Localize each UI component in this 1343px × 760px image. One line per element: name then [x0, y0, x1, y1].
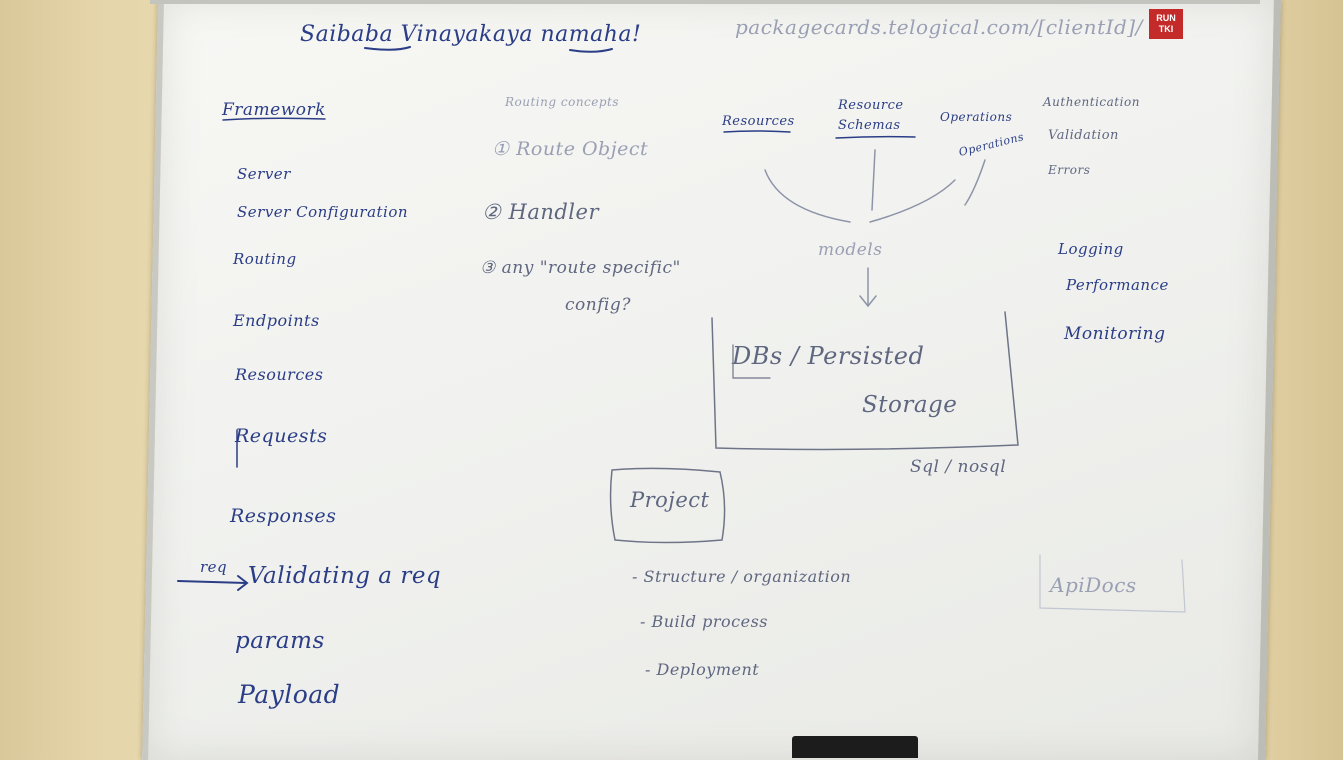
left-item-server-config: Server Configuration — [237, 203, 409, 221]
board-url: packagecards.telogical.com/[clientId]/ — [735, 15, 1143, 39]
storage-line-1: DBs / Persisted — [732, 342, 925, 370]
right-item-validation: Validation — [1048, 128, 1119, 143]
flow-resources: Resources — [722, 114, 795, 129]
brand-logo: RUN TKI — [1149, 9, 1183, 39]
right-item-errors: Errors — [1048, 163, 1091, 177]
right-item-monitoring: Monitoring — [1064, 324, 1166, 344]
left-item-requests: Requests — [235, 425, 328, 447]
storage-line-2: Storage — [862, 392, 958, 418]
left-item-validating: Validating a req — [248, 563, 442, 589]
route-heading: Routing concepts — [505, 95, 620, 109]
storage-kind: Sql / nosql — [910, 457, 1007, 477]
left-item-resources: Resources — [235, 365, 324, 384]
project-item-structure: - Structure / organization — [632, 567, 852, 586]
whiteboard-frame — [150, 0, 1260, 4]
left-item-server: Server — [237, 165, 291, 183]
flow-resource-schemas: Resource Schemas — [838, 98, 904, 133]
project-box-label: Project — [630, 488, 710, 512]
board-title: Saibaba Vinayakaya namaha! — [300, 22, 642, 47]
left-item-endpoints: Endpoints — [233, 311, 320, 330]
api-docs-label: ApiDocs — [1050, 573, 1137, 597]
route-step-2: ② Handler — [482, 200, 599, 224]
left-item-responses: Responses — [230, 505, 337, 527]
right-item-logging: Logging — [1058, 240, 1124, 258]
project-item-build: - Build process — [640, 612, 768, 631]
left-item-payload: Payload — [238, 680, 341, 709]
left-item-validating-prefix: req — [200, 558, 228, 576]
right-item-performance: Performance — [1066, 276, 1169, 294]
route-step-1: ① Route Object — [492, 138, 649, 160]
left-item-routing: Routing — [233, 250, 297, 268]
whiteboard-eraser — [792, 736, 918, 758]
project-item-deployment: - Deployment — [645, 660, 760, 679]
right-item-authentication: Authentication — [1043, 95, 1140, 109]
flow-models: models — [818, 240, 883, 260]
left-item-params: params — [235, 628, 325, 654]
left-list-title: Framework — [222, 100, 326, 120]
flow-operations-1: Operations — [940, 110, 1013, 124]
route-step-3: ③ any "route specific" — [480, 258, 681, 278]
route-step-3-cont: config? — [565, 295, 631, 315]
